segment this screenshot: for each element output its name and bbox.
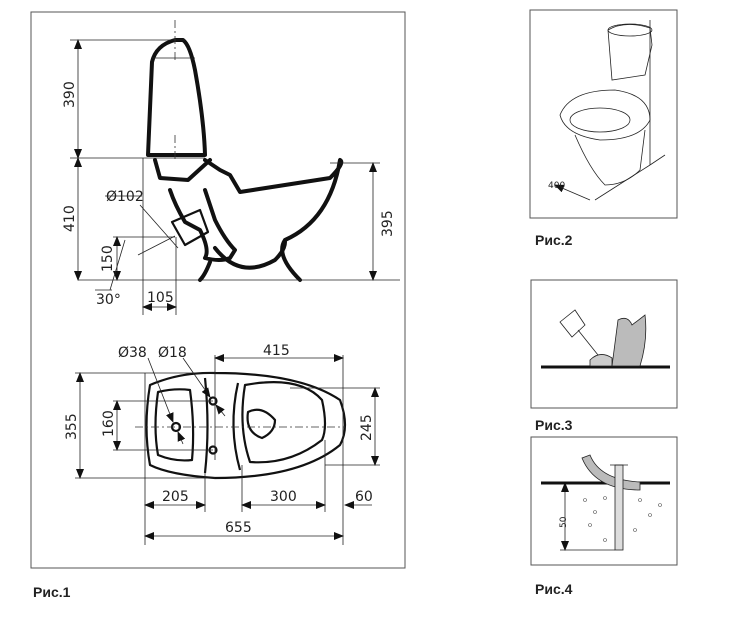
dim-outlet-angle: 30°	[96, 292, 121, 308]
dim-length-front: 415	[263, 343, 290, 359]
figure-4-caption: Рис.4	[535, 581, 573, 597]
figure-4: 50 Рис.4	[530, 436, 678, 597]
dim-hole-spacing: 160	[101, 410, 117, 437]
figure-1-frame	[30, 11, 406, 569]
sealant-application-drawing	[541, 309, 670, 369]
dim-tank-depth: 205	[162, 489, 189, 505]
dim-outlet-offset: 105	[147, 290, 174, 306]
figure-1-caption: Рис.1	[33, 584, 71, 600]
dim-rim-height: 395	[380, 210, 396, 237]
dim-front-overhang: 60	[355, 489, 373, 505]
dim-width: 355	[64, 413, 80, 440]
dim-outlet-diameter: Ø102	[106, 189, 144, 205]
dim-tank-height: 390	[62, 81, 78, 108]
top-view-drawing	[75, 354, 380, 545]
figure-3-frame	[530, 279, 678, 409]
figure-3-caption: Рис.3	[535, 417, 573, 433]
dim-drill-depth: 50	[559, 516, 569, 528]
floor-anchor-drawing	[541, 454, 670, 551]
dim-seat-length: 300	[270, 489, 297, 505]
toilet-perspective-drawing	[554, 20, 666, 201]
figure-2: 400 Рис.2	[529, 9, 678, 248]
dim-seat-width: 245	[359, 414, 375, 441]
figure-2-caption: Рис.2	[535, 232, 573, 248]
dim-wall-distance: 400	[548, 181, 565, 191]
dim-hole-small: Ø18	[158, 345, 187, 361]
dim-bowl-height: 410	[62, 205, 78, 232]
dim-total-length: 655	[225, 520, 252, 536]
dim-hole-large: Ø38	[118, 345, 147, 361]
side-view-drawing	[70, 20, 400, 315]
figure-3: Рис.3	[530, 279, 678, 433]
dim-outlet-height: 150	[100, 245, 116, 272]
figure-4-frame	[530, 436, 678, 566]
figure-1: 390 410 395 Ø102 150 30° 105	[30, 11, 406, 600]
